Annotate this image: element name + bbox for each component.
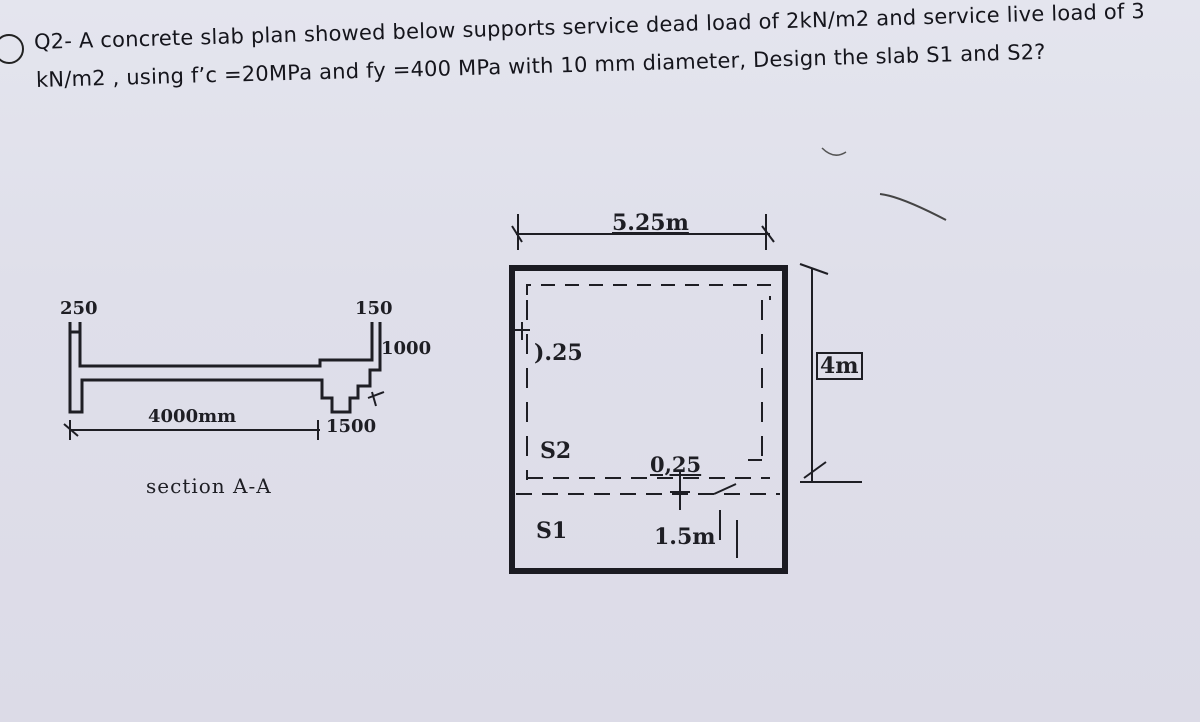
plan-width-label: 5.25m	[612, 210, 689, 236]
plan-height-label: 4m	[816, 352, 863, 380]
bullet-circle-icon	[0, 34, 24, 64]
slab-s2-label: S2	[540, 438, 572, 464]
left-offset-label: ).25	[534, 340, 583, 366]
inner-offset-label: 0,25	[650, 452, 702, 477]
section-outline	[68, 322, 382, 414]
dim-4000-label: 4000mm	[148, 406, 237, 427]
dim-1500-label: 1500	[326, 416, 377, 437]
dim-250-label: 250	[60, 298, 98, 319]
section-caption: section A-A	[146, 474, 272, 498]
inner-width-label: 1.5m	[654, 524, 716, 550]
dim-150-label: 150	[355, 298, 393, 319]
slab-boundary	[509, 265, 788, 574]
slab-s1-label: S1	[536, 518, 568, 544]
dim-1000-label: 1000	[381, 338, 432, 359]
